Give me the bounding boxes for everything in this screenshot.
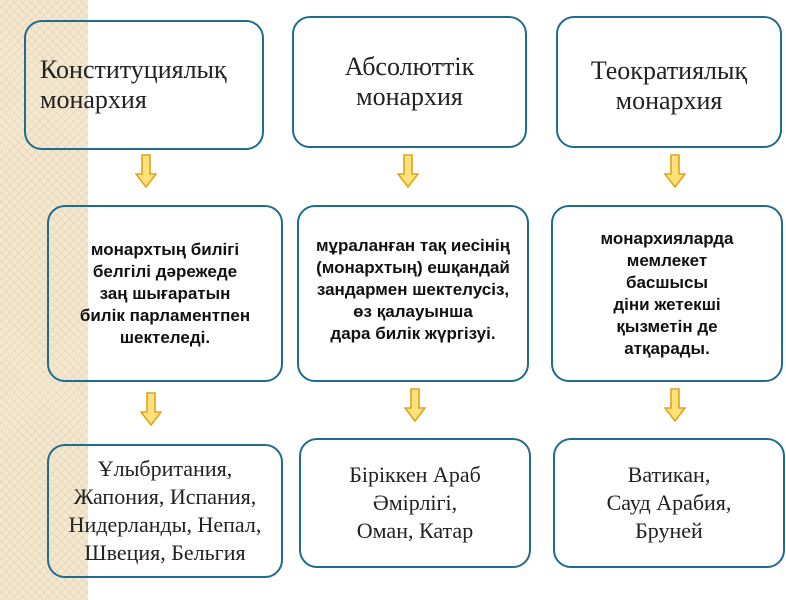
example-line: Әмірлігі, — [372, 490, 458, 515]
description-line: діни жетекші — [613, 294, 721, 314]
description-line: шектеледі. — [119, 327, 211, 347]
description-line: басшысы — [625, 272, 709, 292]
example-line: Оман, Катар — [356, 518, 474, 543]
title-line: Теократиялық — [590, 56, 748, 85]
arrow-down-icon — [397, 154, 419, 188]
description-box-absolute: мұраланған тақ иесінің (монархтың) ешқан… — [297, 205, 529, 382]
title-line: Конституциялық — [40, 55, 227, 84]
description-box-theocratic: монархияларда мемлекет басшысы діни жете… — [551, 205, 783, 382]
title-box-absolute: Абсолюттік монархия — [292, 16, 527, 148]
title-box-constitutional: Конституциялық монархия — [24, 20, 264, 150]
examples-box-constitutional: Ұлыбритания, Жапония, Испания, Нидерланд… — [47, 444, 283, 578]
examples-box-theocratic: Ватикан, Сауд Арабия, Бруней — [553, 438, 785, 568]
title-line: Абсолюттік — [344, 52, 475, 81]
description-line: мұраланған тақ иесінің — [315, 236, 511, 255]
description-line: мемлекет — [626, 250, 708, 270]
description-line: өз қалауынша — [353, 302, 473, 321]
example-line: Ватикан, — [627, 462, 711, 487]
description-line: билік парламентпен — [79, 305, 251, 325]
arrow-down-icon — [135, 154, 157, 188]
description-line: монархияларда — [600, 228, 734, 248]
title-line: монархия — [615, 86, 723, 115]
example-line: Нидерланды, Непал, — [68, 512, 262, 537]
example-line: Сауд Арабия, — [606, 490, 732, 515]
arrow-down-icon — [140, 392, 162, 426]
description-box-constitutional: монархтың билігі белгілі дәрежеде заң шы… — [47, 205, 283, 382]
description-line: атқарады. — [624, 338, 710, 358]
description-line: зандармен шектелусіз, — [316, 280, 510, 299]
title-box-theocratic: Теократиялық монархия — [556, 16, 782, 148]
arrow-down-icon — [404, 388, 426, 422]
example-line: Бруней — [635, 518, 703, 543]
example-line: Біріккен Араб — [349, 462, 481, 487]
examples-box-absolute: Біріккен Араб Әмірлігі, Оман, Катар — [299, 438, 531, 568]
title-line: монархия — [40, 85, 147, 114]
title-line: монархия — [356, 82, 463, 111]
arrow-down-icon — [664, 154, 686, 188]
description-line: заң шығаратын — [99, 283, 231, 303]
arrow-down-icon — [664, 388, 686, 422]
description-line: қызметін де — [616, 316, 718, 336]
example-line: Швеция, Бельгия — [84, 540, 246, 565]
example-line: Жапония, Испания, — [73, 484, 257, 509]
description-line: монархтың билігі — [90, 239, 240, 259]
example-line: Ұлыбритания, — [97, 456, 233, 481]
decorative-side-stripe — [0, 0, 88, 600]
description-line: дара билік жүргізуі. — [330, 324, 496, 343]
description-line: белгілі дәрежеде — [92, 261, 238, 281]
description-line: (монархтың) ешқандай — [316, 258, 510, 277]
